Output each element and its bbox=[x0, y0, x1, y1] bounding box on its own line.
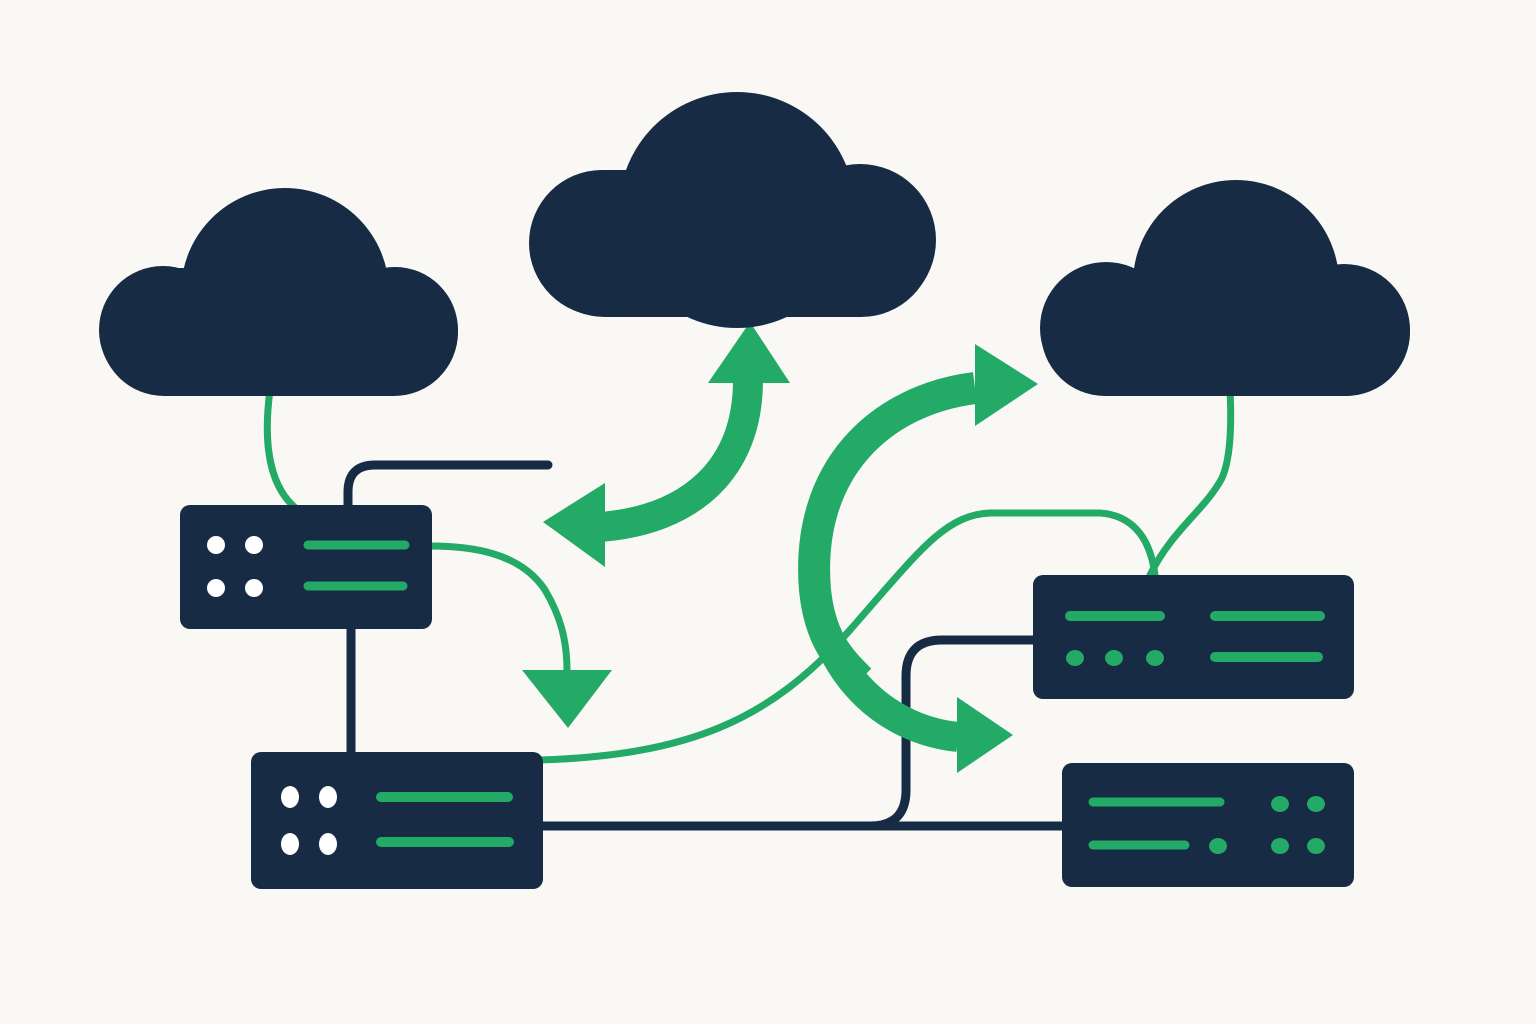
status-bars bbox=[303, 540, 410, 591]
server-icon bbox=[1033, 575, 1354, 699]
cloud-right bbox=[1040, 180, 1410, 396]
indicator-lights bbox=[281, 786, 337, 855]
server-icon bbox=[180, 505, 432, 629]
status-bars bbox=[1088, 797, 1225, 850]
link-server-a-to-arrow bbox=[426, 542, 571, 674]
indicator-lights bbox=[1066, 650, 1164, 666]
double-arrow-body bbox=[598, 379, 763, 542]
cloud-left bbox=[99, 188, 458, 396]
link-server-b-to-server-c bbox=[536, 509, 1159, 764]
arrowhead-down bbox=[522, 670, 612, 728]
server-c bbox=[1033, 575, 1354, 699]
arrowhead-down-right bbox=[957, 697, 1013, 773]
arrowhead-up bbox=[708, 322, 790, 383]
stub-line-top bbox=[343, 460, 553, 515]
cloud-icon bbox=[529, 92, 936, 328]
green-arrows bbox=[522, 322, 1038, 773]
server-icon bbox=[1062, 763, 1354, 887]
server-d bbox=[1062, 763, 1354, 887]
server-a bbox=[180, 505, 432, 629]
status-bars bbox=[1065, 611, 1325, 662]
cloud-center bbox=[529, 92, 936, 328]
arrowhead-left bbox=[543, 483, 605, 567]
server-icon bbox=[251, 752, 543, 889]
indicator-lights bbox=[207, 536, 263, 597]
arc-arrow-down-body bbox=[800, 587, 960, 752]
cloud-icon bbox=[99, 188, 458, 396]
arrowhead-up-right bbox=[975, 344, 1038, 426]
indicator-lights bbox=[1209, 796, 1325, 854]
green-connectors bbox=[263, 386, 1235, 764]
server-b bbox=[251, 752, 543, 889]
link-cloud-right-to-server-c bbox=[1146, 386, 1235, 579]
link-cloud-left-to-server-a bbox=[263, 386, 302, 514]
status-bars bbox=[376, 792, 514, 847]
cloud-icon bbox=[1040, 180, 1410, 396]
